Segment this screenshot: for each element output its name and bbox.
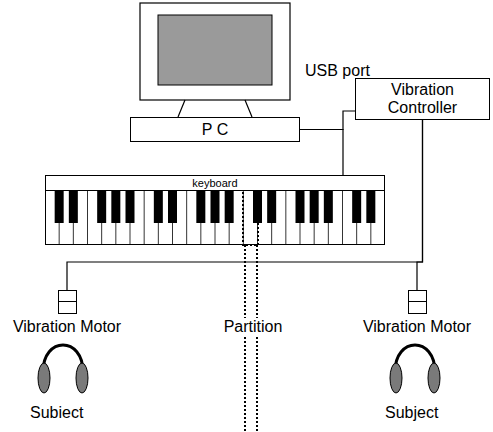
vibration-motor: Vibration Motor xyxy=(4,290,130,336)
label: Subject xyxy=(385,404,465,422)
pc-box: P C xyxy=(130,117,300,142)
keyboard: keyboard xyxy=(45,175,385,245)
label: USB port xyxy=(305,62,370,80)
wire xyxy=(300,130,343,176)
monitor xyxy=(140,3,290,100)
controller-box: Vibration Controller xyxy=(355,78,490,120)
node-text: Vibration Controller xyxy=(360,81,485,117)
motor-symbol xyxy=(408,290,427,314)
node-text: Vibration Motor xyxy=(4,318,130,336)
wire xyxy=(417,120,423,290)
node-text: Vibration Motor xyxy=(354,318,480,336)
motor-divider xyxy=(409,301,426,302)
screen xyxy=(158,15,272,85)
headphones xyxy=(390,345,440,393)
label: Partition xyxy=(213,318,293,336)
headphones xyxy=(38,345,88,393)
partition-mark xyxy=(243,190,258,245)
node-text: P C xyxy=(202,121,228,139)
motor-symbol xyxy=(58,290,77,314)
monitor-stand xyxy=(178,100,252,117)
node-text: keyboard xyxy=(46,176,384,191)
partition-wall xyxy=(245,245,257,432)
label: Subiect xyxy=(30,404,100,422)
keyboard-keys xyxy=(55,190,376,245)
vibration-motor: Vibration Motor xyxy=(354,290,480,336)
wire xyxy=(67,120,423,290)
motor-divider xyxy=(59,301,76,302)
wire xyxy=(300,111,355,130)
